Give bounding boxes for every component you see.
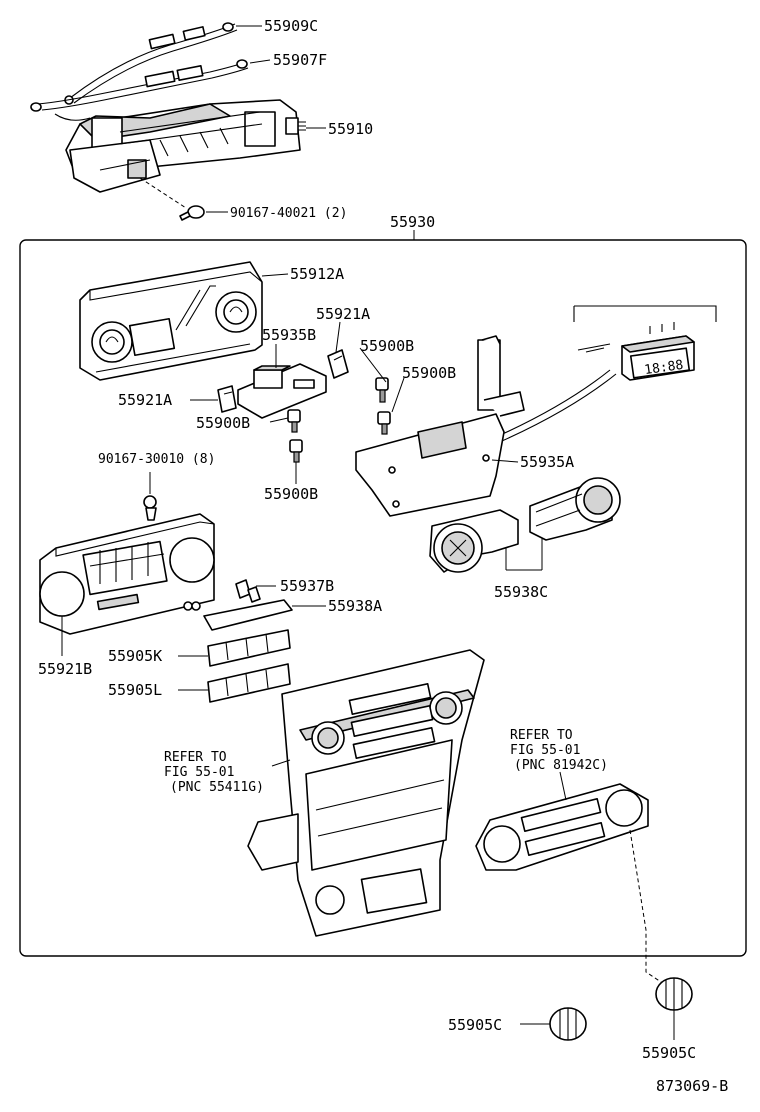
screw-dashed-line (139, 177, 187, 209)
callout-90167-40021: 90167-40021 (2) (230, 206, 347, 221)
callout-55907f: 55907F (273, 51, 327, 69)
circuit-board-55935b (237, 363, 327, 419)
panel-55912a (79, 261, 263, 381)
assembly-frame-55930 (19, 239, 747, 957)
knob-bracket-55938c-right (529, 477, 621, 541)
callout-55900b-4: 55900B (264, 485, 318, 503)
knob-dashed-line (629, 829, 665, 985)
callout-55921a-top: 55921A (316, 305, 370, 323)
callout-55905k: 55905K (108, 647, 162, 665)
control-mechanism-55910 (65, 99, 306, 193)
callout-55937b: 55937B (280, 577, 334, 595)
callout-90167-30010: 90167-30010 (8) (98, 452, 215, 467)
callout-55938c: 55938C (494, 583, 548, 601)
callout-55938a: 55938A (328, 597, 382, 615)
cable-55909c (64, 22, 238, 105)
bulb-55900b-3 (287, 409, 301, 433)
refer-left-line-3: (PNC 55411G) (170, 780, 264, 795)
callout-55930: 55930 (390, 213, 435, 231)
callout-55900b-3: 55900B (196, 414, 250, 432)
callout-55909c: 55909C (264, 17, 318, 35)
callout-55921b: 55921B (38, 660, 92, 678)
panel-55921b (39, 513, 215, 635)
callout-55910: 55910 (328, 120, 373, 138)
refer-right-line-3: (PNC 81942C) (514, 758, 608, 773)
callout-55905c-left: 55905C (448, 1016, 502, 1034)
refer-left-line-1: REFER TO (164, 750, 227, 765)
button-55905l (207, 663, 291, 703)
callout-55900b-2: 55900B (402, 364, 456, 382)
circuit-board-55935a (355, 335, 617, 517)
button-55905k (207, 629, 291, 667)
knob-bracket-55938c-left (429, 509, 519, 573)
screw-90167-30010 (143, 495, 157, 521)
clip-55937b (235, 579, 261, 603)
cable-55907f (30, 59, 249, 121)
clip-55921a-left (217, 385, 237, 413)
switch-55938a (183, 599, 293, 631)
knob-55905c-left (549, 1007, 587, 1041)
display-readout: 18:88 (643, 358, 684, 378)
screw-90167-40021 (179, 205, 205, 221)
knob-55905c-right (655, 977, 693, 1011)
bulb-55900b-4 (289, 439, 303, 463)
callout-55900b-1: 55900B (360, 337, 414, 355)
callout-55921a-left: 55921A (118, 391, 172, 409)
callout-55905c-right: 55905C (642, 1044, 696, 1062)
refer-right-line-1: REFER TO (510, 728, 573, 743)
diagram-number: 873069-B (656, 1077, 728, 1095)
callout-55905l: 55905L (108, 681, 162, 699)
trim-panel-right (475, 783, 649, 871)
refer-left-line-2: FIG 55-01 (164, 765, 234, 780)
callout-55935a: 55935A (520, 453, 574, 471)
callout-55912a: 55912A (290, 265, 344, 283)
refer-right-line-2: FIG 55-01 (510, 743, 580, 758)
bulb-55900b-2 (377, 411, 391, 435)
center-console-cluster (247, 649, 485, 937)
callout-55935b: 55935B (262, 326, 316, 344)
clip-55921a-top (327, 349, 349, 379)
display-unit: 18:88 (573, 305, 717, 381)
